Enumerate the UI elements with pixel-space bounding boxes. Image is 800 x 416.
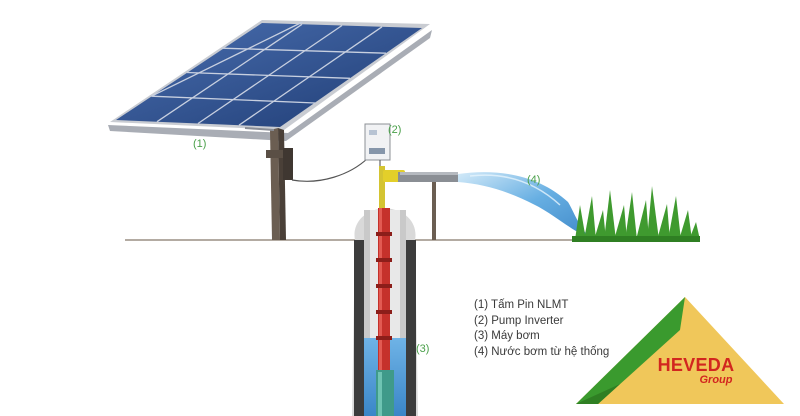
legend-item-solar-panel: (1) Tấm Pin NLMT [474,299,569,311]
callout-3: (3) [416,343,430,355]
callout-4: (4) [527,174,541,186]
brand-sub: Group [699,374,733,386]
legend: (1) Tấm Pin NLMT (2) Pump Inverter (3) M… [474,298,609,360]
brand-name: HEVEDA [657,355,735,375]
logo-text: HEVEDA Group [636,356,756,386]
legend-item-pump: (3) Máy bơm [474,330,540,342]
well [352,208,418,416]
solar-panel [108,20,432,240]
callout-2: (2) [388,124,402,136]
callout-1: (1) [193,138,207,150]
legend-item-water: (4) Nước bơm từ hệ thống [474,345,610,358]
outlet-pipe [379,166,458,240]
pump-inverter [364,123,391,178]
grass [572,186,700,242]
legend-item-pump-inverter: (2) Pump Inverter [474,314,564,327]
power-cable [291,157,369,182]
heveda-logo [576,297,784,404]
